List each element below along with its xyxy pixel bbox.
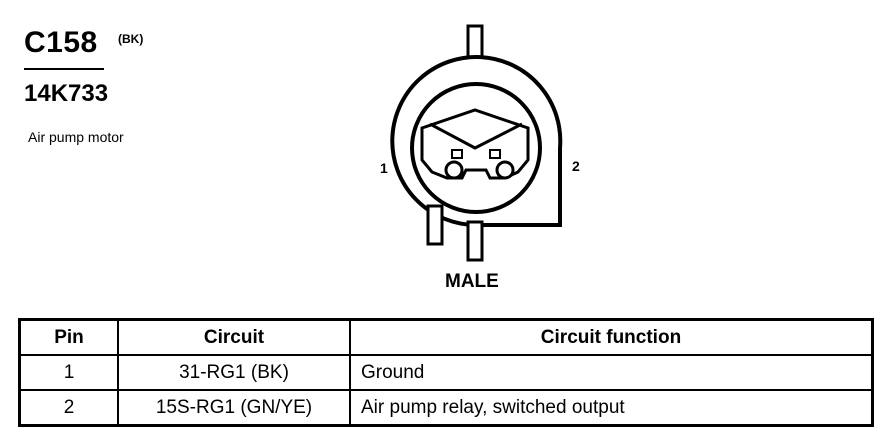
cell-circuit: 15S-RG1 (GN/YE) (117, 389, 351, 427)
table-row: 1 31-RG1 (BK) Ground (18, 354, 874, 391)
cell-function: Air pump relay, switched output (349, 389, 874, 427)
connector-bottom-tab (466, 220, 484, 262)
cell-pin: 1 (18, 354, 119, 391)
title-underline (24, 68, 104, 70)
cell-function: Ground (349, 354, 874, 391)
connector-v-key (429, 122, 523, 150)
cell-pin: 2 (18, 389, 119, 427)
insert-notch-right (489, 149, 501, 159)
insert-notch-left (451, 149, 463, 159)
connector-side-tab (426, 204, 444, 246)
connector-color-code: (BK) (118, 32, 144, 46)
connector-diagram (390, 24, 563, 262)
header-function: Circuit function (349, 318, 874, 356)
pin-1-label: 1 (380, 160, 388, 176)
connector-gender: MALE (445, 271, 499, 292)
pin-1-contact (444, 160, 464, 180)
pin-2-contact (495, 160, 515, 180)
table-header-row: Pin Circuit Circuit function (18, 318, 874, 356)
connector-id: C158 (24, 26, 98, 59)
table-row: 2 15S-RG1 (GN/YE) Air pump relay, switch… (18, 389, 874, 427)
header-circuit: Circuit (117, 318, 351, 356)
part-number: 14K733 (24, 80, 109, 107)
connector-insert (420, 108, 530, 180)
cell-circuit: 31-RG1 (BK) (117, 354, 351, 391)
pin-table: Pin Circuit Circuit function 1 31-RG1 (B… (18, 318, 874, 427)
header-pin: Pin (18, 318, 119, 356)
connector-description: Air pump motor (28, 129, 124, 145)
pin-2-label: 2 (572, 158, 580, 174)
